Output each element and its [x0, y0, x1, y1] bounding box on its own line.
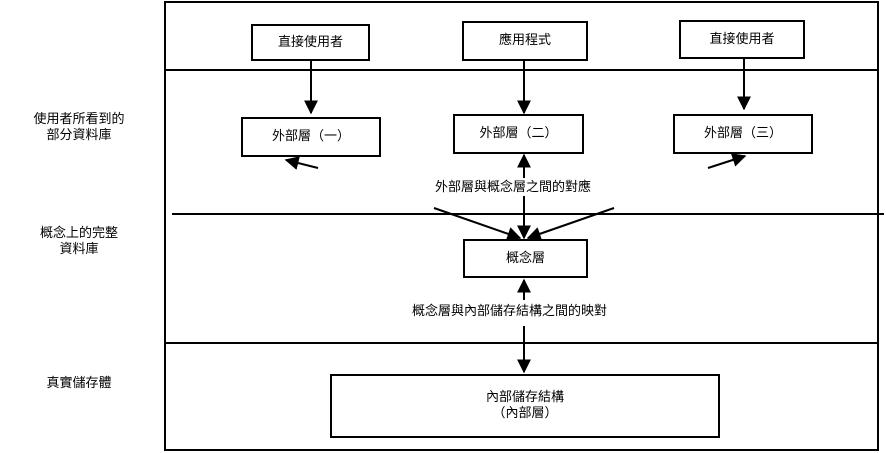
box-external-1: 外部層（一）: [241, 117, 381, 157]
mapping-internal-caption-text: 概念層與內部儲存結構之間的映對: [412, 304, 608, 319]
box-internal-line1: 內部儲存結構: [485, 390, 564, 405]
arrow-converge-left: [433, 207, 522, 241]
side-label-external-view: 使用者所看到的 部分資料庫: [20, 112, 138, 144]
outer-frame: [164, 1, 879, 451]
box-application: 應用程式: [462, 21, 588, 61]
side-label-conceptual-view-text: 概念上的完整 資料庫: [39, 226, 118, 257]
mapping-internal-caption: 概念層與內部儲存結構之間的映對: [410, 304, 610, 320]
box-external-2-label: 外部層（二）: [479, 126, 558, 141]
mapping-external-caption-text: 外部層與概念層之間的對應: [435, 180, 592, 195]
side-label-physical-storage-text: 真實儲存體: [46, 376, 112, 391]
box-user-left: 直接使用者: [251, 24, 370, 61]
mapping-external-caption: 外部層與概念層之間的對應: [433, 180, 594, 196]
box-internal-line2: （內部層）: [492, 406, 558, 421]
box-conceptual: 概念層: [463, 239, 588, 278]
box-external-2: 外部層（二）: [453, 114, 584, 154]
box-internal: 內部儲存結構 （內部層）: [330, 374, 720, 438]
box-user-right-label: 直接使用者: [709, 31, 775, 47]
box-external-1-label: 外部層（一）: [271, 129, 350, 144]
side-label-conceptual-view: 概念上的完整 資料庫: [20, 226, 138, 258]
box-conceptual-label: 概念層: [505, 250, 545, 266]
side-label-physical-storage: 真實儲存體: [20, 376, 138, 392]
arrow-to-external-1: [284, 156, 319, 170]
box-user-left-label: 直接使用者: [277, 34, 343, 50]
arrow-converge-right: [526, 207, 615, 241]
box-external-3-label: 外部層（三）: [703, 126, 782, 141]
box-user-right: 直接使用者: [679, 20, 805, 59]
box-external-3: 外部層（三）: [673, 114, 813, 154]
box-application-label: 應用程式: [498, 33, 551, 48]
arrow-to-external-3: [707, 153, 747, 169]
side-label-external-view-text: 使用者所看到的 部分資料庫: [33, 112, 125, 143]
